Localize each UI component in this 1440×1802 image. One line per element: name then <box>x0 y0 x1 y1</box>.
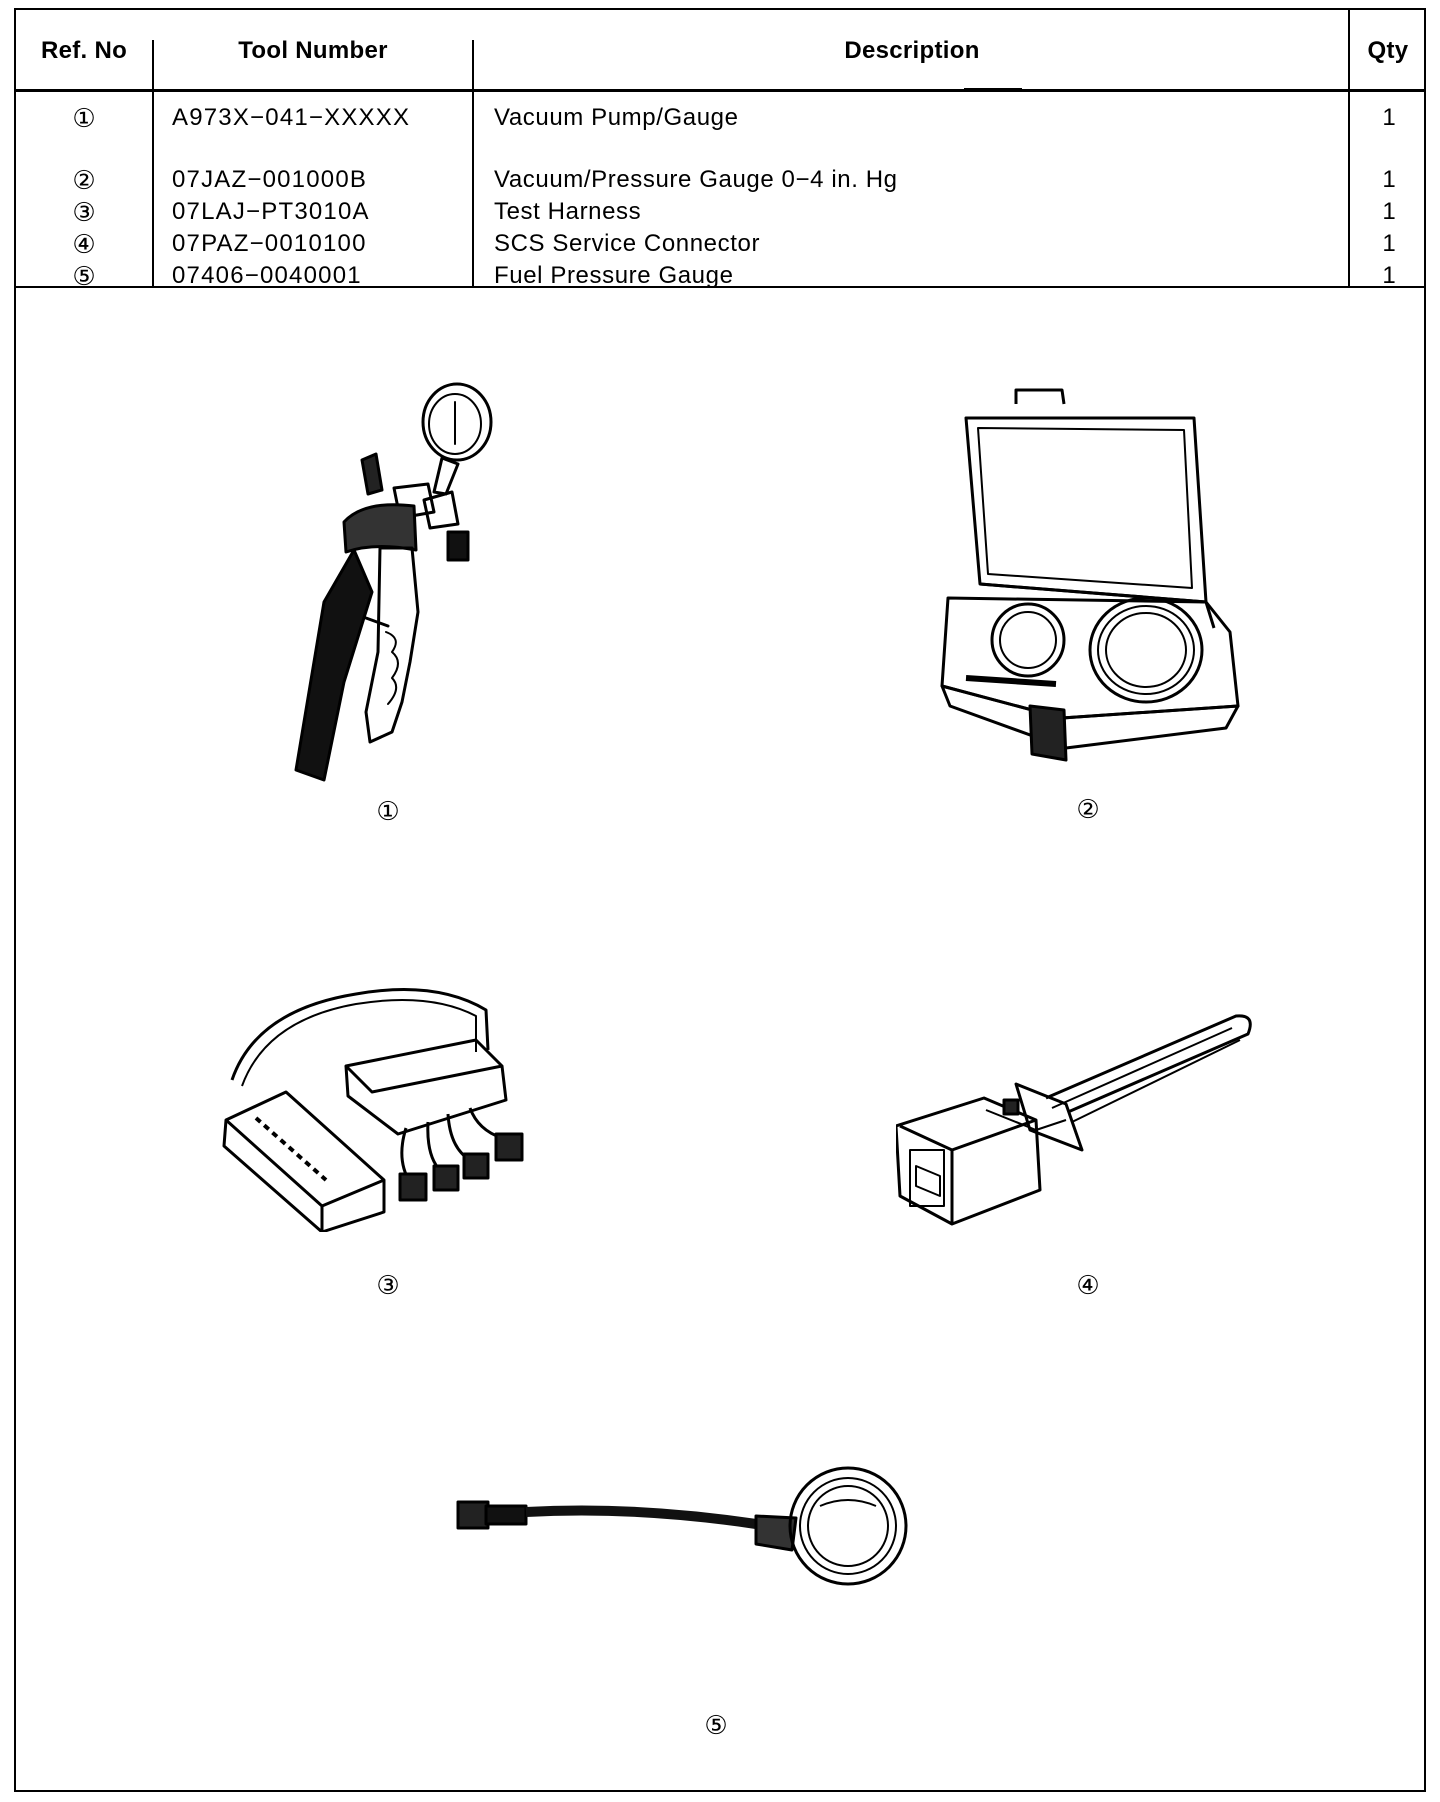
fuel-pressure-gauge-illustration <box>456 1466 908 1586</box>
test-harness-illustration <box>222 988 524 1232</box>
column-divider <box>1348 10 1350 286</box>
qty-cell: 1 <box>1382 104 1396 131</box>
column-divider <box>472 40 474 288</box>
description-cell: SCS Service Connector <box>494 230 761 257</box>
figure-label-2: ② <box>1076 794 1100 824</box>
tool-number-cell: 07LAJ−PT3010A <box>172 198 370 225</box>
ref-cell: ④ <box>72 228 96 259</box>
tool-number-cell: 07PAZ−0010100 <box>172 230 367 257</box>
vacuum-pump-gauge-illustration <box>294 382 493 782</box>
ref-cell: ③ <box>72 196 96 227</box>
table-bottom-rule <box>16 286 1424 288</box>
figure-label-1: ① <box>376 796 400 826</box>
qty-cell: 1 <box>1382 230 1396 257</box>
description-cell: Vacuum/Pressure Gauge 0−4 in. Hg <box>494 166 898 193</box>
description-cell: Fuel Pressure Gauge <box>494 262 734 289</box>
description-cell: Vacuum Pump/Gauge <box>494 104 739 131</box>
table-row: ③ 07LAJ−PT3010A Test Harness 1 <box>16 196 1424 228</box>
qty-cell: 1 <box>1382 166 1396 193</box>
header-description: Description <box>844 37 980 64</box>
scs-connector-illustration <box>896 1014 1252 1226</box>
header-rule-mark <box>964 88 1022 90</box>
ref-cell: ② <box>72 164 96 195</box>
table-row: ④ 07PAZ−0010100 SCS Service Connector 1 <box>16 228 1424 260</box>
header-ref-no: Ref. No <box>40 37 128 64</box>
ref-cell: ⑤ <box>72 260 96 291</box>
gauge-kit-case-illustration <box>940 388 1240 762</box>
table-row: ① A973X−041−XXXXX Vacuum Pump/Gauge 1 <box>16 102 1424 134</box>
table-header: Ref. No Tool Number Description Qty <box>16 10 1424 92</box>
figure-label-3: ③ <box>376 1270 400 1300</box>
figure-label-4: ④ <box>1076 1270 1100 1300</box>
qty-cell: 1 <box>1382 262 1396 289</box>
header-tool-number: Tool Number <box>238 37 388 64</box>
qty-cell: 1 <box>1382 198 1396 225</box>
figure-label-5: ⑤ <box>704 1710 728 1740</box>
tool-number-cell: A973X−041−XXXXX <box>172 104 411 131</box>
table-row: ⑤ 07406−0040001 Fuel Pressure Gauge 1 <box>16 260 1424 292</box>
tool-number-cell: 07JAZ−001000B <box>172 166 368 193</box>
column-divider <box>152 40 154 288</box>
description-cell: Test Harness <box>494 198 642 225</box>
ref-cell: ① <box>72 102 96 133</box>
table-row: ② 07JAZ−001000B Vacuum/Pressure Gauge 0−… <box>16 164 1424 196</box>
tool-number-cell: 07406−0040001 <box>172 262 362 289</box>
special-tools-sheet: Ref. No Tool Number Description Qty ① A9… <box>14 8 1426 1792</box>
header-qty: Qty <box>1367 37 1409 64</box>
